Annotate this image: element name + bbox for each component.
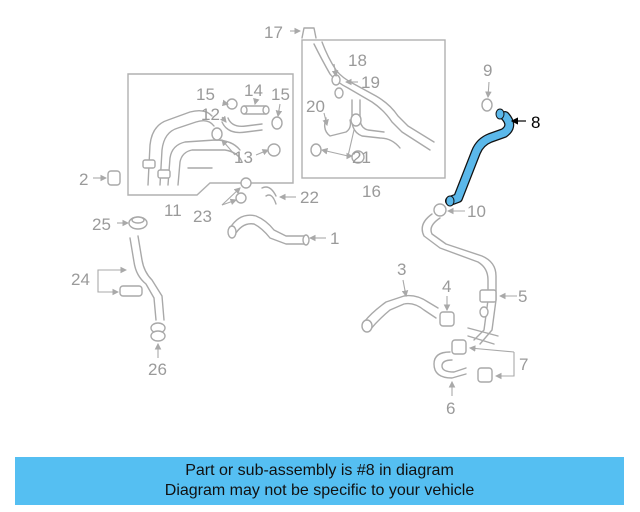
callout-26: 26 <box>148 360 167 379</box>
part-2-fitting <box>107 170 121 186</box>
hose-14 <box>240 105 270 115</box>
pipe-assembly-16 <box>313 41 435 151</box>
callout-15a: 15 <box>196 85 215 104</box>
group-box-16 <box>301 39 446 179</box>
callout-1: 1 <box>330 229 339 248</box>
part-25-cap <box>128 216 148 230</box>
callout-22: 22 <box>300 188 319 207</box>
group-box-11 <box>127 73 294 196</box>
clamp-9 <box>481 98 493 112</box>
banner-line-1: Part or sub-assembly is #8 in diagram <box>185 462 454 479</box>
clamp-4 <box>439 311 455 327</box>
callout-labels: 17 18 19 20 21 16 15 14 15 12 13 2 11 23… <box>71 23 540 418</box>
hose-3 <box>361 294 439 333</box>
callout-16: 16 <box>362 182 381 201</box>
callout-12: 12 <box>201 105 220 124</box>
callout-2: 2 <box>79 170 88 189</box>
leader-lines <box>93 27 526 396</box>
banner-line-2: Diagram may not be specific to your vehi… <box>164 482 475 499</box>
callout-15b: 15 <box>271 85 290 104</box>
info-banner: Part or sub-assembly is #8 in diagram Di… <box>15 457 624 505</box>
hose-1 <box>227 214 310 246</box>
callout-25: 25 <box>92 215 111 234</box>
callout-5: 5 <box>518 287 527 306</box>
callout-10: 10 <box>467 202 486 221</box>
callout-9: 9 <box>483 61 492 80</box>
hose-22 <box>261 186 277 205</box>
callout-3: 3 <box>397 260 406 279</box>
parts-diagram: 17 18 19 20 21 16 15 14 15 12 13 2 11 23… <box>71 23 540 418</box>
hose-6 <box>433 339 493 383</box>
callout-23: 23 <box>193 207 212 226</box>
callout-20: 20 <box>306 97 325 116</box>
hose-8-highlighted <box>445 108 515 207</box>
callout-13: 13 <box>234 148 253 167</box>
callout-4: 4 <box>442 277 451 296</box>
callout-7: 7 <box>519 355 528 374</box>
callout-11: 11 <box>164 201 182 220</box>
callout-19: 19 <box>361 73 380 92</box>
callout-6: 6 <box>446 399 455 418</box>
callout-18: 18 <box>348 51 367 70</box>
callout-17: 17 <box>264 23 283 42</box>
hose-assembly-11 <box>142 109 243 186</box>
callout-14: 14 <box>244 81 263 100</box>
part-26-fitting <box>150 322 166 342</box>
hose-12 <box>221 117 263 134</box>
pipe-5 <box>421 203 499 345</box>
hose-24 <box>119 235 165 321</box>
callout-24: 24 <box>71 270 90 289</box>
callout-21: 21 <box>352 148 371 167</box>
clamps-box-11 <box>211 98 283 157</box>
part-17-clip <box>301 27 317 39</box>
callout-8: 8 <box>531 113 540 132</box>
clamps-23 <box>235 177 252 204</box>
